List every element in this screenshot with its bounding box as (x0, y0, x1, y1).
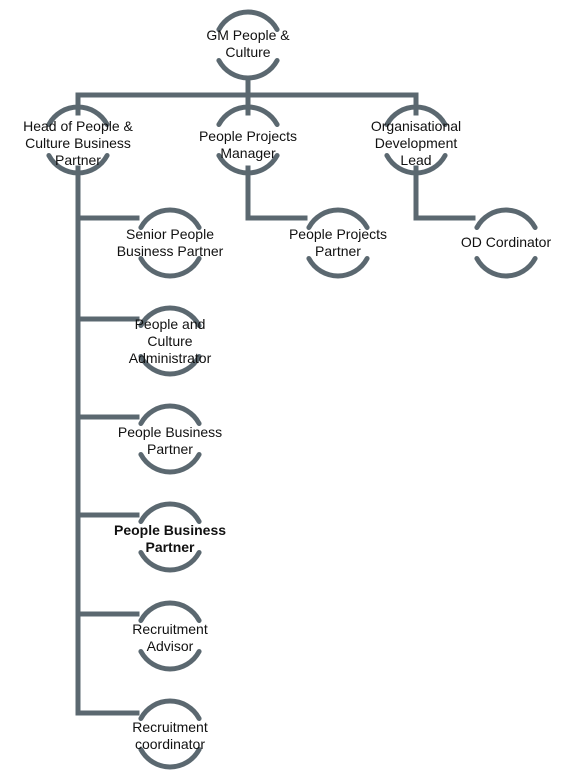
node-arc-bottom (138, 550, 202, 573)
node-label-line: Administrator (128, 350, 212, 366)
node-arc-bottom (384, 153, 448, 176)
node-od-coordinator: OD Cordinator (461, 234, 551, 251)
node-arc-bottom (138, 256, 202, 279)
node-label-line: Recruitment (132, 719, 208, 735)
node-label-line: Manager (220, 145, 276, 161)
node-label-line: Partner (55, 152, 101, 168)
node-label-line: People and (134, 316, 206, 332)
node-label-line: Business Partner (116, 243, 224, 259)
connector-lines (75, 75, 476, 716)
node-arc-top (384, 104, 448, 127)
node-label-line: Lead (400, 152, 432, 168)
node-label-line: People Business (113, 522, 227, 538)
node-label-line: Culture (225, 44, 271, 60)
node-arc-bottom (216, 153, 280, 176)
node-arc-bottom (474, 256, 538, 279)
node-label-line: People Projects (288, 226, 388, 242)
node-arc-top (306, 207, 370, 230)
node-label-line: Development (374, 135, 458, 151)
node-label-line: Recruitment (132, 621, 208, 637)
node-label-line: Senior People (126, 226, 214, 242)
node-arc-bottom (306, 256, 370, 279)
node-label-line: OD Cordinator (460, 234, 552, 250)
node-arc-top (138, 698, 202, 721)
node-label-line: Partner (147, 441, 193, 457)
node-arc-top (138, 305, 202, 328)
node-label-line: People Projects (198, 128, 298, 144)
node-arc-top (138, 403, 202, 426)
node-label-line: People Business (117, 424, 223, 440)
node-arc-bottom (216, 58, 280, 81)
node-label-line: Advisor (146, 638, 194, 654)
node-label-line: Organisational (370, 118, 462, 134)
node-label-line: Head of People & (23, 118, 133, 134)
node-label-line: coordinator (134, 736, 206, 752)
node-arc-top (216, 9, 280, 32)
node-arc-top (46, 104, 110, 127)
node-label-line: Partner (145, 539, 195, 555)
node-label-line: Partner (315, 243, 361, 259)
node-arc-bottom (138, 452, 202, 475)
node-arc-top (216, 104, 280, 127)
node-arc-bottom (138, 649, 202, 672)
node-arcs (46, 9, 538, 770)
node-arc-top (474, 207, 538, 230)
node-label-line: Culture (147, 333, 193, 349)
node-arc-top (138, 207, 202, 230)
node-arc-bottom (46, 153, 110, 176)
node-arc-bottom (138, 747, 202, 770)
node-label-line: GM People & (206, 27, 290, 43)
node-arc-top (138, 501, 202, 524)
node-arc-bottom (138, 354, 202, 377)
node-gm: GM People &Culture (206, 27, 289, 61)
node-label-line: Culture Business (25, 135, 131, 151)
node-arc-top (138, 600, 202, 623)
